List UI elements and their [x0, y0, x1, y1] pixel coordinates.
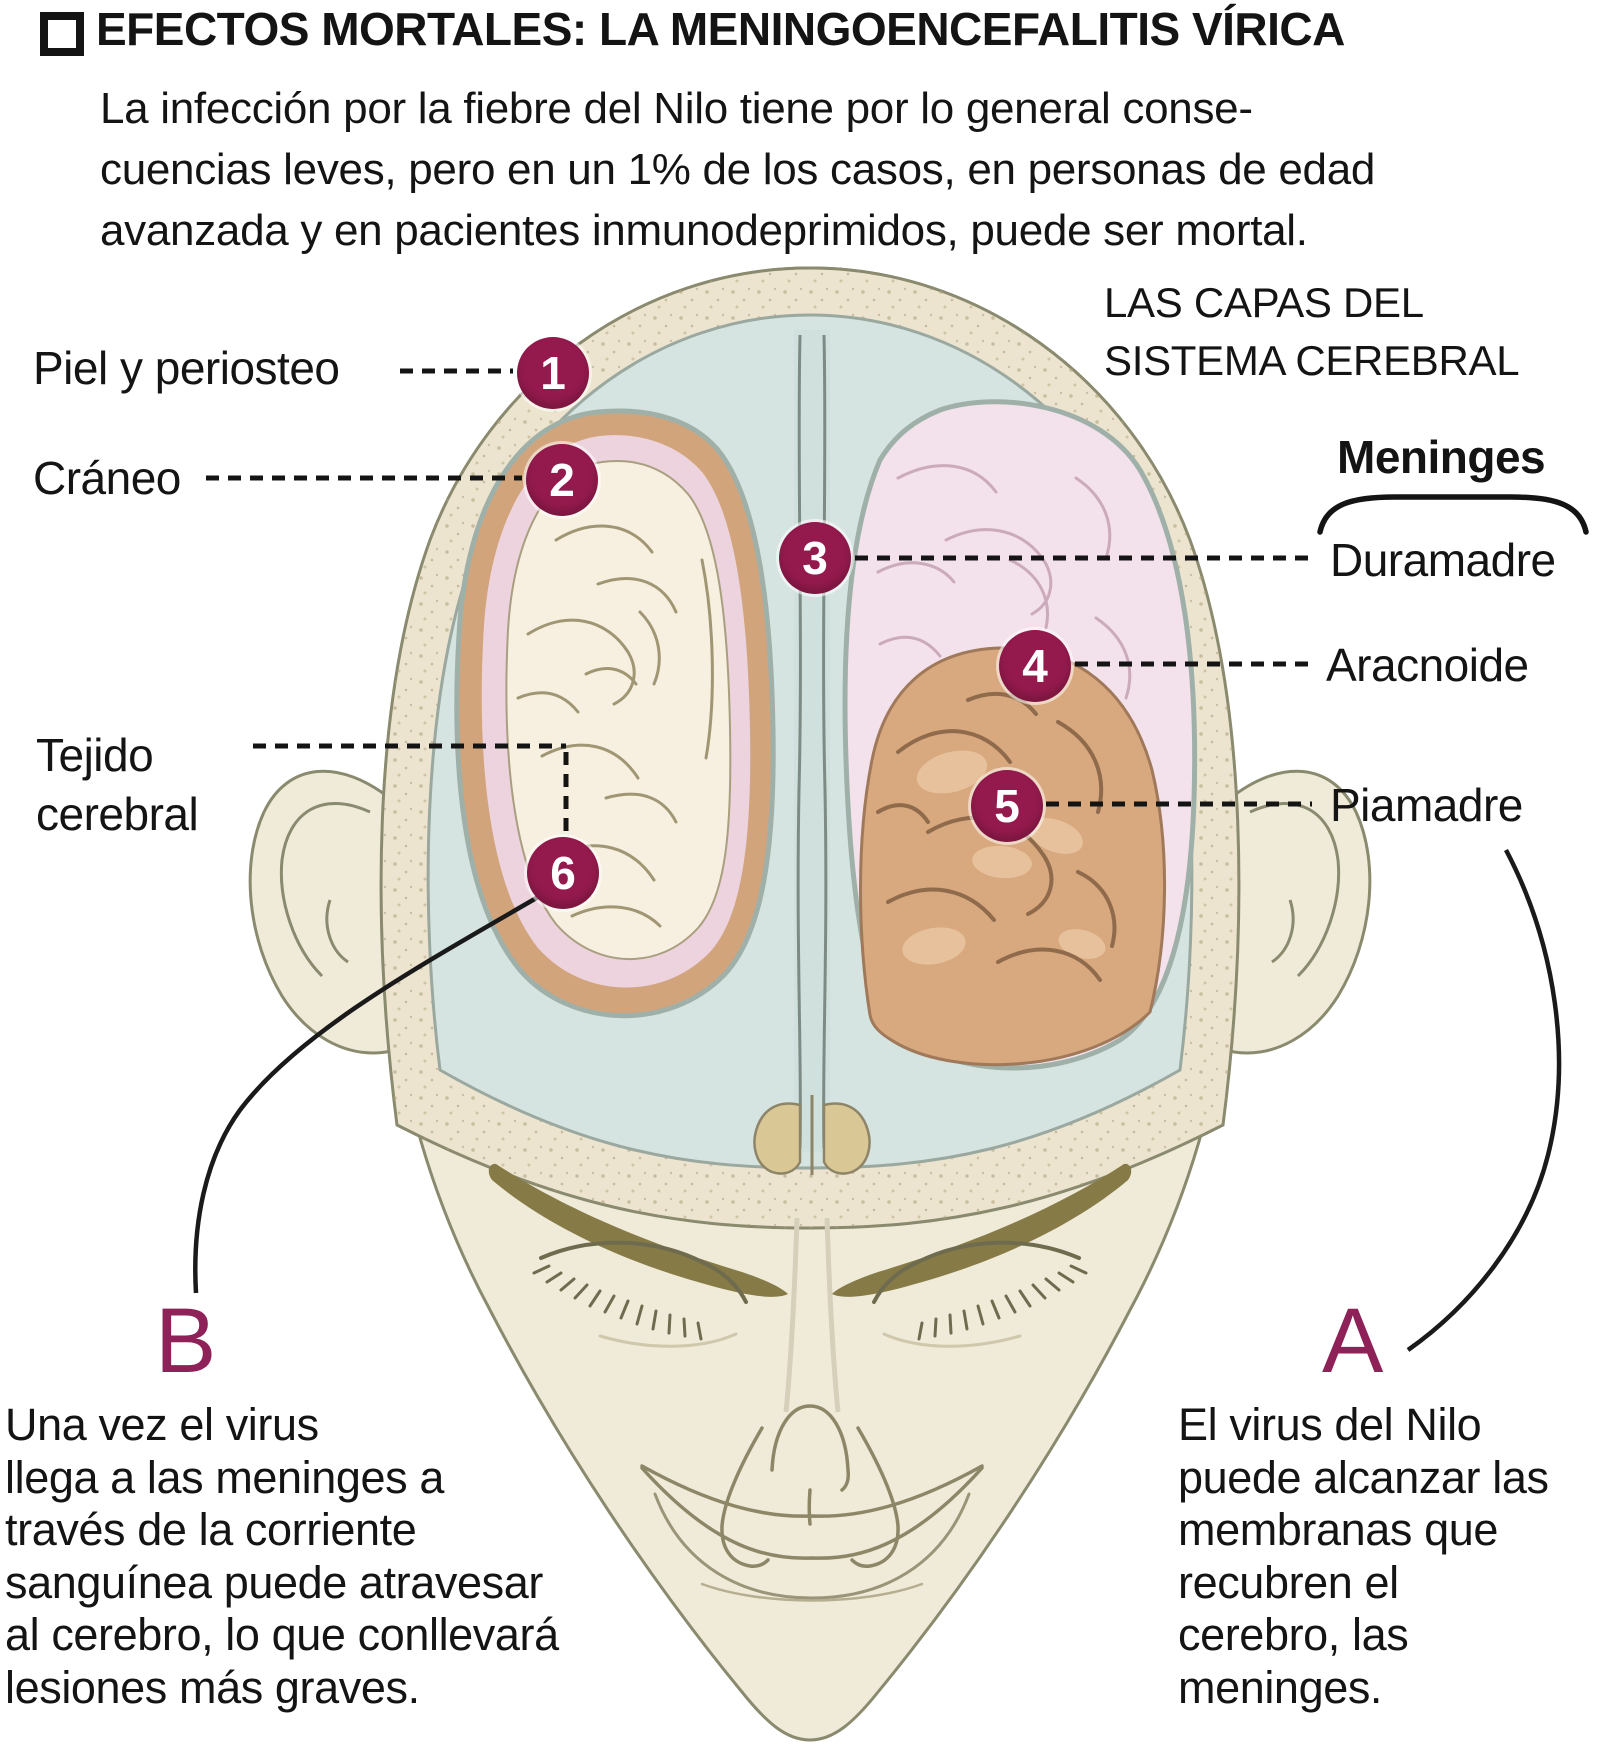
- diagram-heading-line: LAS CAPAS DEL: [1104, 279, 1424, 326]
- note-b-letter: B: [155, 1290, 217, 1392]
- label-duramadre: Duramadre: [1330, 534, 1556, 586]
- intro-line: avanzada y en pacientes inmunodeprimidos…: [100, 206, 1308, 255]
- diagram-heading: LAS CAPAS DEL SISTEMA CEREBRAL: [1104, 274, 1520, 390]
- diagram-heading-line: SISTEMA CEREBRAL: [1104, 337, 1520, 384]
- label-tejido-line: cerebral: [36, 788, 199, 840]
- marker-3: 3: [779, 522, 851, 594]
- label-aracnoide: Aracnoide: [1326, 639, 1529, 691]
- hemisphere-right: [842, 399, 1198, 1071]
- label-piel-y-periosteo: Piel y periosteo: [33, 342, 340, 394]
- note-b-line: al cerebro, lo que conllevará: [5, 1609, 559, 1660]
- gyri-left: [516, 524, 714, 928]
- note-b-text: Una vez el virus llega a las meninges a …: [5, 1399, 559, 1714]
- lips-icon: [640, 1464, 984, 1602]
- label-meninges: Meninges: [1337, 431, 1546, 483]
- note-b-line: través de la corriente: [5, 1504, 417, 1555]
- note-a-text: El virus del Nilo puede alcanzar las mem…: [1178, 1399, 1549, 1714]
- note-b-line: sanguínea puede atravesar: [5, 1556, 543, 1608]
- marker-2: 2: [526, 444, 598, 516]
- note-b-line: lesiones más graves.: [5, 1661, 420, 1713]
- nose-icon: [720, 1404, 900, 1568]
- meninges-brace: [1317, 494, 1589, 535]
- pointer-curve-b: [193, 891, 547, 1294]
- title-bullet-square-icon: [40, 12, 84, 56]
- note-a-line: recubren el: [1178, 1556, 1399, 1608]
- note-a-line: El virus del Nilo: [1178, 1399, 1482, 1450]
- marker-1: 1: [517, 337, 589, 409]
- label-craneo: Cráneo: [33, 452, 181, 504]
- note-a-line: cerebro, las: [1178, 1609, 1409, 1660]
- eye-right-icon: [872, 1240, 1088, 1348]
- pointer-curve-a: [1406, 848, 1562, 1352]
- intro-line: cuencias leves, pero en un 1% de los cas…: [100, 145, 1376, 194]
- brain-left: [505, 460, 732, 960]
- marker-4: 4: [999, 630, 1071, 702]
- ear-right-icon: [1215, 769, 1372, 1055]
- label-piamadre: Piamadre: [1330, 779, 1523, 831]
- note-b-line: Una vez el virus: [5, 1399, 319, 1450]
- dashed-connectors: [206, 368, 1312, 834]
- falx-midline: [794, 330, 830, 1152]
- label-tejido-cerebral: Tejido cerebral: [36, 726, 199, 844]
- intro-line: La infección por la fiebre del Nilo tien…: [100, 84, 1253, 133]
- page-title: EFECTOS MORTALES: LA MENINGOENCEFALITIS …: [96, 3, 1345, 55]
- nose-bridge-shading: [783, 1217, 841, 1413]
- intro-paragraph: La infección por la fiebre del Nilo tien…: [100, 78, 1375, 261]
- eye-left-icon: [532, 1240, 748, 1348]
- note-a-line: meninges.: [1178, 1661, 1383, 1713]
- hemisphere-left: [454, 408, 776, 1019]
- note-a-letter: A: [1322, 1290, 1384, 1392]
- gyri-tan: [876, 691, 1117, 982]
- eyebrow-left-icon: [488, 1163, 788, 1297]
- marker-6: 6: [527, 837, 599, 909]
- brain-right-highlights: [902, 750, 1106, 965]
- eyebrow-right-icon: [832, 1163, 1132, 1297]
- note-b-line: llega a las meninges a: [5, 1451, 444, 1503]
- label-tejido-line: Tejido: [36, 729, 154, 781]
- note-a-line: membranas que: [1178, 1504, 1498, 1555]
- frontal-sinus: [753, 1095, 871, 1175]
- marker-5: 5: [971, 770, 1043, 842]
- note-a-line: puede alcanzar las: [1178, 1451, 1549, 1503]
